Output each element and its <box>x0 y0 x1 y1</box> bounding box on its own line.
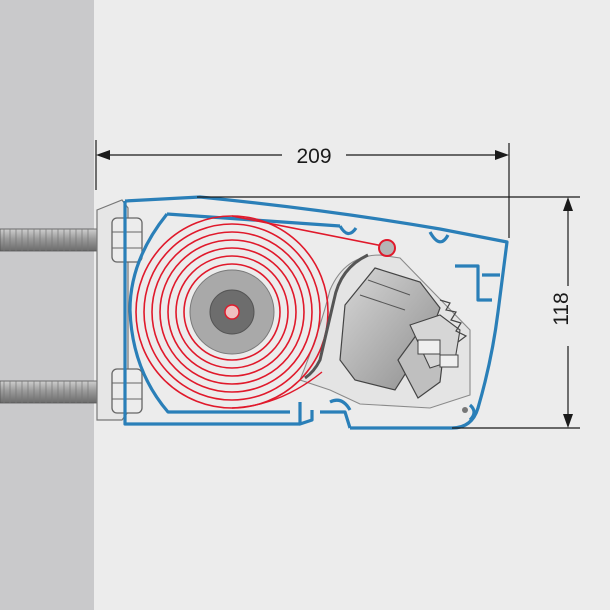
bracket-nut-upper <box>111 217 143 263</box>
roller-axle <box>224 304 240 320</box>
wall-bolt-lower <box>0 380 123 404</box>
fabric-strip <box>231 215 389 248</box>
bracket-nut-lower <box>111 368 143 414</box>
height-dimension <box>197 196 580 429</box>
screw <box>462 407 468 413</box>
width-dimension <box>95 140 510 238</box>
wall-bolt-upper <box>0 228 123 252</box>
width-dimension-label: 209 <box>296 145 331 168</box>
guide-pin <box>378 239 396 257</box>
height-dimension-label: 118 <box>550 292 573 325</box>
wall <box>0 0 94 610</box>
fabric-strip-lower <box>231 371 323 409</box>
cassette-housing-profile <box>123 195 509 430</box>
arm-mechanism <box>339 267 468 399</box>
spring-rail <box>304 253 369 380</box>
